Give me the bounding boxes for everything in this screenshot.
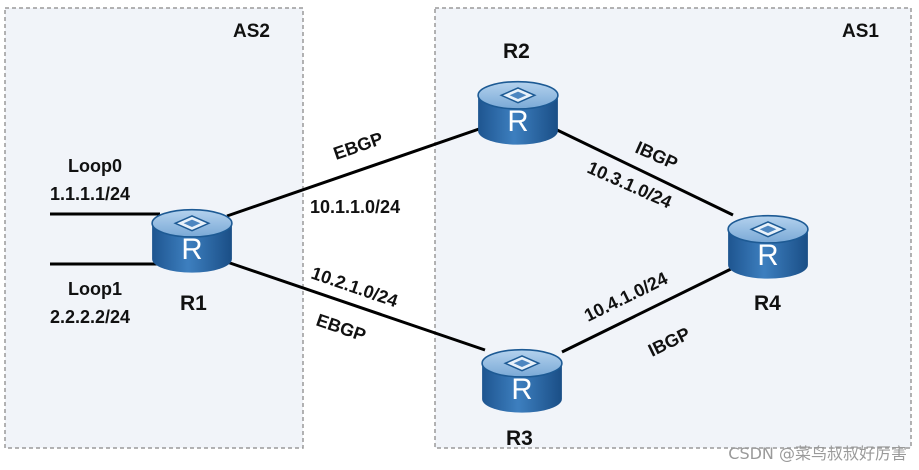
- loop0-address: 1.1.1.1/24: [50, 184, 130, 204]
- watermark-text: CSDN @菜鸟叔叔好厉害: [728, 444, 907, 463]
- loop0-name: Loop0: [68, 156, 122, 176]
- link-r2-r4: [552, 126, 734, 217]
- link-r1-r2-subnet: 10.1.1.0/24: [310, 197, 400, 217]
- link-r1-r2-protocol: EBGP: [331, 128, 386, 164]
- router-r4-icon: [727, 214, 809, 280]
- loop1-name: Loop1: [68, 279, 122, 299]
- as1-label: AS1: [842, 21, 879, 42]
- link-r3-r4: [561, 266, 734, 354]
- router-r2-icon: [477, 80, 559, 146]
- router-r1-label: R1: [180, 292, 207, 315]
- link-r1-r3-protocol: EBGP: [314, 310, 369, 346]
- router-r3-icon: [481, 348, 563, 414]
- as2-label: AS2: [233, 21, 270, 42]
- loop1-address: 2.2.2.2/24: [50, 307, 130, 327]
- link-r1-r3-subnet: 10.2.1.0/24: [309, 263, 401, 311]
- router-r3-label: R3: [506, 427, 533, 450]
- link-r1-r3: [226, 260, 486, 352]
- router-r1-icon: [151, 208, 233, 274]
- router-r4-label: R4: [754, 292, 781, 315]
- link-r1-r2: [226, 126, 483, 218]
- router-r2-label: R2: [503, 40, 530, 63]
